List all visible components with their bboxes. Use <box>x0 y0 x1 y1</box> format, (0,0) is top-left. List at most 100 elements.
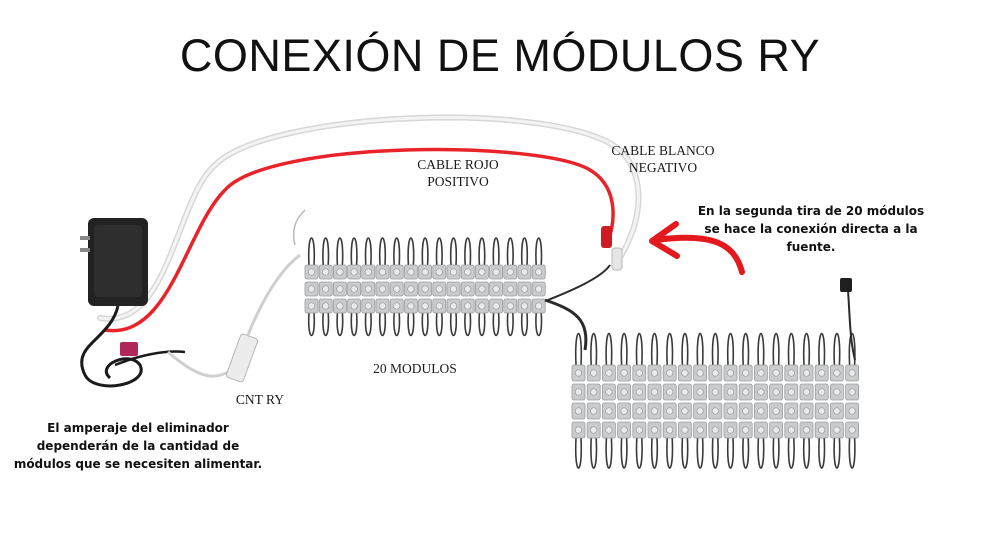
wire-loop <box>449 312 458 337</box>
led-lens <box>757 407 765 415</box>
wire-loop <box>350 312 358 337</box>
led-lens <box>393 268 401 276</box>
led-lens <box>772 426 780 434</box>
red-connector <box>601 226 612 248</box>
controller-box <box>226 333 258 383</box>
led-lens <box>393 285 401 293</box>
second-strip-note: En la segunda tira de 20 módulos se hace… <box>697 204 925 254</box>
wire-loop <box>421 237 429 266</box>
led-lens <box>666 407 674 415</box>
led-lens <box>449 285 458 293</box>
wire-loop <box>848 332 856 366</box>
led-lens <box>772 369 780 377</box>
red-cable <box>103 147 615 333</box>
strip-2-wires <box>574 332 856 469</box>
cable-rojo-label: CABLE ROJO POSITIVO <box>417 157 499 189</box>
wire-loop <box>535 237 543 266</box>
cable-blanco-label: CABLE BLANCO NEGATIVO <box>611 143 715 175</box>
led-lens <box>520 302 529 310</box>
wire-loop <box>650 437 659 469</box>
wire-loop <box>590 332 598 366</box>
led-lens <box>421 302 429 310</box>
wire-loop <box>307 312 316 337</box>
wire-loop <box>818 332 826 366</box>
led-lens <box>574 407 583 415</box>
wire-loop <box>635 437 643 469</box>
led-lens <box>650 407 659 415</box>
wire-loop <box>757 437 765 469</box>
led-lens <box>336 268 344 276</box>
led-lens <box>802 426 811 434</box>
led-lens <box>742 426 750 434</box>
led-lens <box>711 407 719 415</box>
wire-loop <box>364 312 372 337</box>
led-lens <box>492 302 500 310</box>
wire-loop <box>364 237 372 266</box>
wire-loop <box>393 237 401 266</box>
led-lens <box>464 285 472 293</box>
led-lens <box>681 388 689 396</box>
wire-loop <box>757 332 765 366</box>
led-lens <box>711 388 719 396</box>
wire-loop <box>848 437 856 469</box>
led-lens <box>407 268 415 276</box>
led-lens <box>605 369 613 377</box>
led-lens <box>590 388 598 396</box>
wire-loop <box>833 437 841 469</box>
wire-loop <box>696 332 704 366</box>
led-lens <box>435 285 443 293</box>
led-lens <box>350 302 358 310</box>
wire-loop <box>407 237 415 266</box>
led-lens <box>818 388 826 396</box>
led-lens <box>574 388 583 396</box>
led-lens <box>478 268 486 276</box>
led-lens <box>350 268 358 276</box>
wire-loop <box>574 332 583 366</box>
led-lens <box>506 302 514 310</box>
led-lens <box>605 407 613 415</box>
wire-loop <box>435 312 443 337</box>
wire-loop <box>492 237 500 266</box>
led-lens <box>449 268 458 276</box>
wire-loop <box>492 312 500 337</box>
led-lens <box>520 285 529 293</box>
wire-loop <box>772 332 780 366</box>
led-lens <box>307 268 316 276</box>
led-lens <box>726 407 735 415</box>
led-lens <box>787 369 795 377</box>
led-lens <box>478 302 486 310</box>
wire-loop <box>350 237 358 266</box>
led-lens <box>464 302 472 310</box>
led-lens <box>818 407 826 415</box>
led-lens <box>711 426 719 434</box>
led-lens <box>772 407 780 415</box>
wire-loop <box>378 312 387 337</box>
wire-loop <box>787 332 795 366</box>
led-lens <box>350 285 358 293</box>
led-lens <box>635 369 643 377</box>
led-lens <box>757 388 765 396</box>
led-lens <box>726 369 735 377</box>
led-lens <box>696 426 704 434</box>
wire-loop <box>590 437 598 469</box>
led-lens <box>742 388 750 396</box>
led-lens <box>802 388 811 396</box>
wire-loop <box>681 437 689 469</box>
wire-loop <box>393 312 401 337</box>
wire-loop <box>605 437 613 469</box>
led-lens <box>620 426 628 434</box>
wire-loop <box>478 237 486 266</box>
led-lens <box>635 426 643 434</box>
wire-loop <box>464 237 472 266</box>
led-lens <box>650 426 659 434</box>
led-lens <box>378 302 387 310</box>
led-lens <box>535 302 543 310</box>
led-lens <box>307 302 316 310</box>
led-lens <box>681 369 689 377</box>
end-connector <box>840 278 852 292</box>
led-lens <box>681 407 689 415</box>
wire-loop <box>520 237 529 266</box>
led-lens <box>364 285 372 293</box>
wire-loop <box>833 332 841 366</box>
led-lens <box>833 407 841 415</box>
